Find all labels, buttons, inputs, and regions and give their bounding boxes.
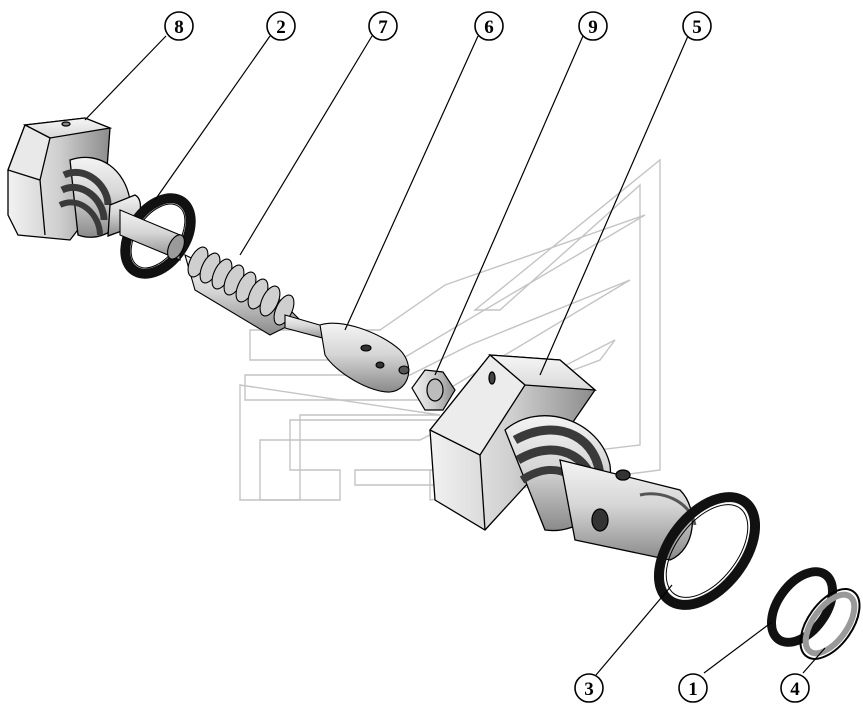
callout-3: 3 [574, 673, 604, 703]
callout-5-label: 5 [692, 17, 702, 38]
callout-5: 5 [682, 11, 712, 41]
callout-9: 9 [578, 11, 608, 41]
part-4-backup-ring [799, 588, 861, 660]
callout-6: 6 [474, 11, 504, 41]
callout-1-label: 1 [688, 679, 698, 700]
callout-8-label: 8 [174, 17, 184, 38]
part-5-valve-body [428, 354, 697, 561]
leader-lines [84, 35, 826, 676]
callout-1: 1 [678, 673, 708, 703]
part-3-oring-large [653, 492, 761, 610]
callout-2-label: 2 [276, 17, 286, 38]
callout-8: 8 [164, 11, 194, 41]
part-7-spring [119, 209, 301, 336]
callout-4: 4 [780, 673, 810, 703]
part-1-oring-small [767, 567, 837, 647]
callout-9-label: 9 [588, 17, 598, 38]
callout-6-label: 6 [484, 17, 494, 38]
callout-4-label: 4 [790, 679, 800, 700]
callout-7: 7 [368, 11, 398, 41]
part-6-poppet [284, 314, 410, 393]
part-9-nut [411, 369, 456, 411]
callout-3-label: 3 [584, 679, 594, 700]
callout-7-label: 7 [378, 17, 388, 38]
callout-2: 2 [266, 11, 296, 41]
